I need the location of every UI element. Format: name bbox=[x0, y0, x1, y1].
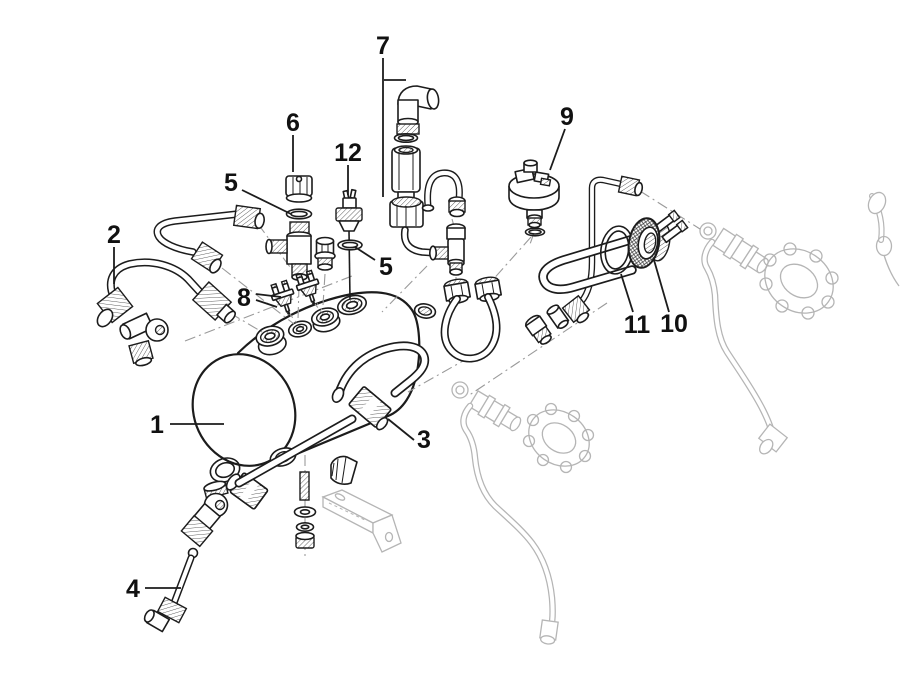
callout-label-10: 10 bbox=[660, 310, 688, 338]
pipe-chain bbox=[421, 169, 503, 363]
boiler-pipe-with-nut bbox=[234, 341, 430, 488]
ghost-valve-top-right bbox=[699, 222, 839, 455]
pressure-switch-9 bbox=[508, 159, 560, 237]
fill-fitting-assembly-7 bbox=[389, 85, 441, 257]
callout-label-3: 3 bbox=[417, 426, 431, 454]
small-fitting bbox=[546, 304, 570, 330]
callout-label-6: 6 bbox=[286, 109, 300, 137]
level-probe bbox=[270, 279, 295, 315]
callout-label-7: 7 bbox=[376, 32, 390, 60]
boiler-body bbox=[191, 291, 437, 467]
callout-label-11: 11 bbox=[624, 311, 651, 339]
pipe-nut-3 bbox=[348, 386, 392, 431]
hex-plug bbox=[314, 236, 336, 271]
callout-label-12: 12 bbox=[334, 139, 362, 167]
callout-label-5a: 5 bbox=[224, 169, 238, 197]
boiler-foot-bracket bbox=[330, 455, 358, 485]
callout-leaders bbox=[113, 58, 670, 589]
callout-label-4: 4 bbox=[126, 575, 140, 603]
ghost-handwheel bbox=[764, 248, 834, 314]
boiler-port bbox=[287, 320, 313, 338]
valve-fitting-6 bbox=[265, 175, 313, 281]
callout-labels: 1 2 3 4 5 5 6 7 8 9 10 11 12 bbox=[107, 32, 688, 603]
heating-element-group bbox=[524, 175, 689, 345]
ghost-fitting-right-edge bbox=[867, 191, 900, 287]
ghost-handwheel bbox=[528, 409, 590, 467]
callout-label-8: 8 bbox=[237, 284, 251, 312]
callout-label-1: 1 bbox=[150, 411, 164, 439]
oring bbox=[393, 133, 419, 144]
level-probe bbox=[295, 269, 320, 305]
callout-label-9: 9 bbox=[560, 103, 574, 131]
callout-label-2: 2 bbox=[107, 221, 121, 249]
boiler-port bbox=[310, 307, 341, 333]
ghost-valve-bottom bbox=[451, 381, 595, 645]
u-pipe bbox=[153, 204, 265, 274]
oring bbox=[524, 227, 546, 237]
drain-valve-assembly bbox=[143, 480, 229, 633]
thermostat-12 bbox=[335, 188, 363, 300]
elbow-fitting-left bbox=[119, 312, 169, 367]
boiler-port bbox=[255, 325, 287, 356]
ghost-mounting-bracket bbox=[321, 489, 402, 553]
curved-pipe-2 bbox=[96, 258, 236, 328]
stud-washers-nut bbox=[293, 471, 317, 549]
element-flange-10 bbox=[627, 209, 689, 269]
boiler-port bbox=[413, 303, 437, 319]
small-fitting bbox=[524, 314, 552, 345]
callout-label-5b: 5 bbox=[379, 253, 393, 281]
elbow-union bbox=[428, 223, 466, 276]
